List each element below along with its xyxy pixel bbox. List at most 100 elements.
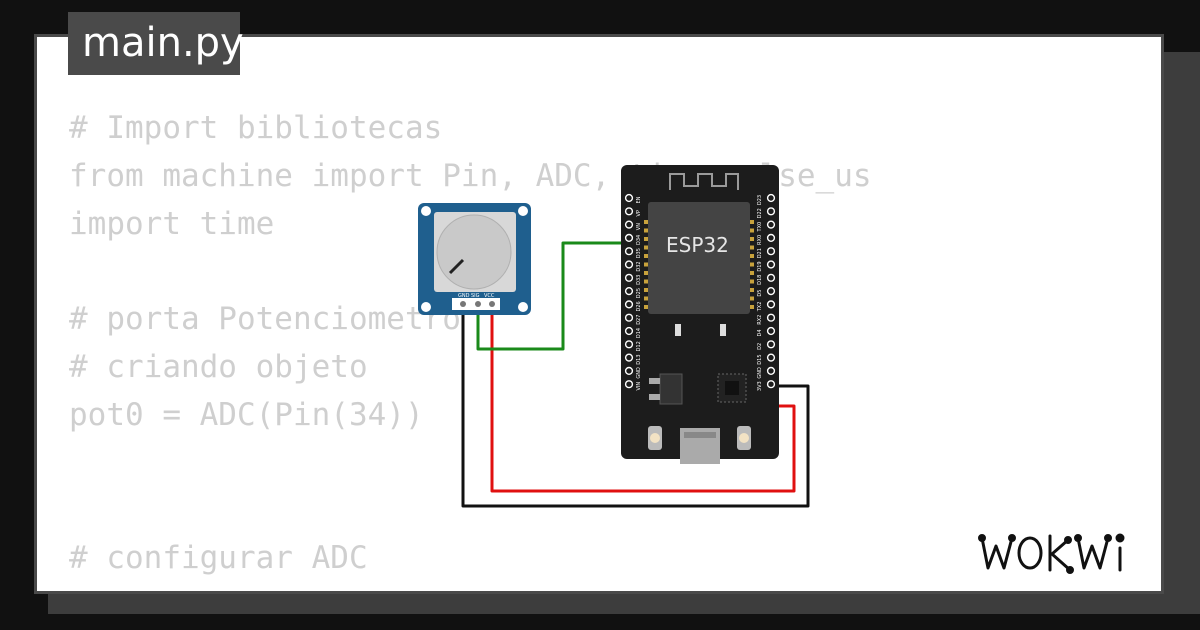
header-pin-label: VIN xyxy=(636,382,642,391)
header-pin-label: D15 xyxy=(757,354,763,364)
file-tab-label: main.py xyxy=(82,20,244,66)
header-pin-label: TX2 xyxy=(757,302,763,313)
header-pin-label: EN xyxy=(636,196,642,203)
wire-power[interactable] xyxy=(490,302,796,493)
header-pin[interactable] xyxy=(766,220,776,229)
header-pin[interactable] xyxy=(624,300,634,309)
header-pin-label: D5 xyxy=(757,290,763,297)
header-pin-label: D35 xyxy=(636,248,642,258)
header-pin-label: 3V3 xyxy=(757,381,763,391)
header-pin[interactable] xyxy=(624,260,634,269)
header-pin[interactable] xyxy=(766,233,776,243)
module-pad xyxy=(750,279,754,284)
header-pin-label: VP xyxy=(636,210,642,216)
esp32-board[interactable]: ESP32 ENVPVND34D35D32D33D25D26D27D14D12D… xyxy=(621,165,779,464)
header-pin[interactable] xyxy=(766,207,776,216)
header-pin-label: TX0 xyxy=(757,222,763,233)
header-pin[interactable] xyxy=(624,313,634,322)
module-pad xyxy=(644,262,648,267)
module-pad xyxy=(644,305,648,309)
header-pin-label: GND xyxy=(636,367,642,379)
module-pad xyxy=(644,228,648,233)
module-pad xyxy=(750,305,754,309)
header-pin-label: D14 xyxy=(636,328,642,338)
header-pin-label: D4 xyxy=(757,329,763,336)
header-pin[interactable] xyxy=(624,380,634,389)
header-pin[interactable] xyxy=(766,273,776,282)
code-line: pot0.atten(ADC.ATTN_11DB) xyxy=(69,583,872,591)
chip-label: ESP32 xyxy=(666,233,729,257)
header-pin[interactable] xyxy=(624,287,634,296)
module-pad xyxy=(644,279,648,284)
header-pin[interactable] xyxy=(624,220,634,229)
header-pin-label: D13 xyxy=(636,354,642,364)
module-pad xyxy=(750,237,754,241)
module-pad xyxy=(644,288,648,292)
knob-pointer xyxy=(448,258,465,275)
wire-signal[interactable] xyxy=(476,241,630,351)
module-pad xyxy=(750,288,754,292)
header-pin-label: D22 xyxy=(757,208,763,218)
module-pad xyxy=(644,245,648,250)
header-pin[interactable] xyxy=(624,233,634,243)
module-pad xyxy=(750,271,754,275)
header-pin[interactable] xyxy=(624,193,634,203)
header-pin-label: D32 xyxy=(636,261,642,271)
header-pin[interactable] xyxy=(624,207,634,216)
right-header: D23D22TX0RX0D21D19D18D5TX2RX2D4D2D15GND3… xyxy=(757,193,776,391)
module-pad xyxy=(750,228,754,233)
header-pin[interactable] xyxy=(766,326,776,336)
module-pad xyxy=(750,262,754,267)
header-pin-label: RX0 xyxy=(757,235,763,245)
header-pin[interactable] xyxy=(624,366,634,376)
header-pin[interactable] xyxy=(766,300,776,309)
wokwi-logo-graphic xyxy=(978,533,1125,574)
module-pad xyxy=(750,296,754,301)
header-pin[interactable] xyxy=(624,247,634,256)
header-pin[interactable] xyxy=(766,193,776,203)
header-pin[interactable] xyxy=(766,247,776,256)
header-pin[interactable] xyxy=(766,340,776,349)
code-line: import time xyxy=(69,205,275,242)
header-pin-label: D34 xyxy=(636,235,642,245)
module-pad xyxy=(644,237,648,241)
module-pad xyxy=(644,220,648,224)
header-pin[interactable] xyxy=(766,260,776,269)
header-pin-label: GND xyxy=(757,367,763,379)
wire-ground[interactable] xyxy=(461,302,810,508)
header-pin[interactable] xyxy=(624,273,634,282)
potentiometer[interactable]: GND SIG VCC xyxy=(418,203,531,315)
module-pad xyxy=(644,254,648,258)
module-pad xyxy=(750,245,754,250)
header-pin-label: D23 xyxy=(757,195,763,205)
wokwi-logo xyxy=(978,528,1148,580)
header-pin-label: D2 xyxy=(757,343,763,350)
header-pin[interactable] xyxy=(624,326,634,336)
left-header: ENVPVND34D35D32D33D25D26D27D14D12D13GNDV… xyxy=(624,193,642,391)
module-pads xyxy=(644,220,754,309)
header-pin[interactable] xyxy=(766,287,776,296)
header-pin-label: D18 xyxy=(757,275,763,285)
module-pad xyxy=(644,296,648,301)
code-line: # Import bibliotecas xyxy=(69,110,443,146)
file-tab[interactable]: main.py xyxy=(68,12,244,75)
header-pin-label: D19 xyxy=(757,261,763,271)
header-pin-label: D33 xyxy=(636,275,642,285)
header-pin[interactable] xyxy=(766,366,776,376)
header-pin-label: D26 xyxy=(636,301,642,311)
code-line: # configurar ADC xyxy=(69,540,368,577)
header-pin[interactable] xyxy=(766,313,776,322)
pot-pin-label-gnd: GND xyxy=(458,293,470,299)
header-pin[interactable] xyxy=(624,353,634,362)
header-pin[interactable] xyxy=(624,340,634,349)
header-pin-label: D21 xyxy=(757,248,763,258)
pot-pin-label-vcc: VCC xyxy=(484,293,495,299)
header-pin[interactable] xyxy=(766,380,776,389)
code-line: pot0 = ADC(Pin(34)) xyxy=(69,396,424,433)
header-pin[interactable] xyxy=(766,353,776,362)
module-pad xyxy=(750,220,754,224)
header-pin-label: D12 xyxy=(636,341,642,351)
